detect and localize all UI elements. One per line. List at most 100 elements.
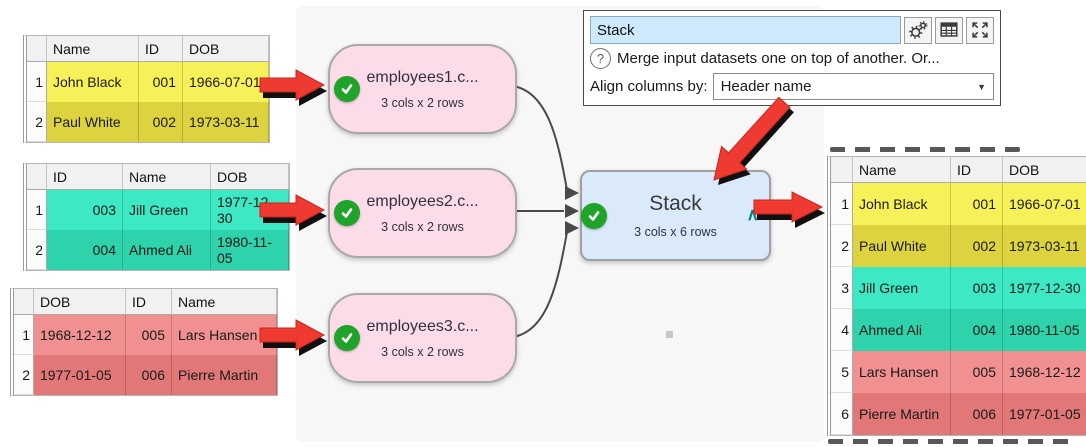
table-cell[interactable]: 004 [47,230,123,270]
row-number[interactable]: 2 [27,102,47,142]
table-cell[interactable]: 003 [951,267,1003,309]
table-cell[interactable]: 005 [951,351,1003,393]
table-cell[interactable]: Paul White [853,225,951,267]
table-cell[interactable]: 1980-11-05 [211,230,289,270]
table-cell[interactable]: Lars Hansen [172,315,277,355]
node-size-label: 3 cols x 2 rows [381,95,464,110]
align-columns-row: Align columns by: Header name ▼ [590,73,994,100]
table-cell[interactable]: 1977-01-05 [34,355,126,395]
row-number[interactable]: 2 [14,355,34,395]
table-cell[interactable]: Ahmed Ali [123,230,211,270]
node-employees3[interactable]: employees3.c... 3 cols x 2 rows [328,293,517,383]
node-size-label: 3 cols x 2 rows [381,219,464,234]
row-number[interactable]: 5 [831,351,853,393]
table-cell[interactable]: Ahmed Ali [853,309,951,351]
column-header[interactable]: DOB [34,289,126,315]
table-cell[interactable]: 005 [126,315,172,355]
table-icon [940,22,958,37]
row-number[interactable]: 2 [27,230,47,270]
gears-icon [908,21,928,39]
corner-header [14,289,34,315]
torn-edge [830,147,1020,152]
table-cell[interactable]: 1968-12-12 [34,315,126,355]
align-columns-value: Header name [720,78,812,95]
column-header[interactable]: ID [139,36,183,62]
column-header[interactable]: Name [123,164,211,190]
row-number[interactable]: 1 [14,315,34,355]
node-title: employees2.c... [366,192,479,210]
row-number[interactable]: 6 [831,393,853,435]
table-cell[interactable]: 1977-12-30 [211,190,289,230]
table-cell[interactable]: Paul White [47,102,139,142]
collapse-caret[interactable]: ∧ [746,204,759,224]
table-cell[interactable]: 001 [139,62,183,102]
table-cell[interactable]: John Black [47,62,139,102]
table-cell[interactable]: 006 [126,355,172,395]
node-title: employees3.c... [366,317,479,335]
status-ok-icon [334,76,360,102]
canvas-grid-dot-icon [666,331,673,338]
table-cell[interactable]: Pierre Martin [172,355,277,395]
table-cell[interactable]: 1973-03-11 [1003,225,1086,267]
column-header[interactable]: ID [47,164,123,190]
corner-header [27,36,47,62]
node-stack[interactable]: Stack 3 cols x 6 rows ∧ [580,170,771,261]
settings-button[interactable] [903,16,932,44]
table-cell[interactable]: Pierre Martin [853,393,951,435]
node-title: employees1.c... [366,68,479,86]
table-cell[interactable]: 006 [951,393,1003,435]
node-size-label: 3 cols x 2 rows [381,344,464,359]
table-cell[interactable]: Lars Hansen [853,351,951,393]
row-number[interactable]: 1 [831,183,853,225]
table-cell[interactable]: 003 [47,190,123,230]
column-header[interactable]: Name [853,157,951,183]
table-cell[interactable]: Jill Green [853,267,951,309]
column-header[interactable]: DOB [1003,157,1086,183]
node-employees1[interactable]: employees1.c... 3 cols x 2 rows [328,44,517,134]
table-cell[interactable]: 004 [951,309,1003,351]
table-cell[interactable]: 002 [139,102,183,142]
row-number[interactable]: 1 [27,190,47,230]
align-columns-dropdown[interactable]: Header name ▼ [712,73,994,100]
table-cell[interactable]: 002 [951,225,1003,267]
expand-button[interactable] [965,16,994,44]
row-number[interactable]: 3 [831,267,853,309]
help-icon[interactable]: ? [590,48,611,69]
status-ok-icon [334,200,360,226]
table-cell[interactable]: Jill Green [123,190,211,230]
row-number[interactable]: 1 [27,62,47,102]
column-header[interactable]: Name [172,289,277,315]
table-view-button[interactable] [934,16,963,44]
corner-header [831,157,853,183]
chevron-down-icon: ▼ [977,81,986,92]
column-header[interactable]: DOB [211,164,289,190]
column-header[interactable]: ID [126,289,172,315]
transform-name-input[interactable] [590,16,901,44]
table-cell[interactable]: 1977-01-05 [1003,393,1086,435]
column-header[interactable]: DOB [183,36,269,62]
row-number[interactable]: 2 [831,225,853,267]
table-cell[interactable]: 001 [951,183,1003,225]
column-header[interactable]: ID [951,157,1003,183]
table-cell[interactable]: John Black [853,183,951,225]
row-number[interactable]: 4 [831,309,853,351]
panel-header-row [590,16,994,44]
table-cell[interactable]: 1968-12-12 [1003,351,1086,393]
table-cell[interactable]: 1980-11-05 [1003,309,1086,351]
table-cell[interactable]: 1966-07-01 [1003,183,1086,225]
table-cell[interactable]: 1973-03-11 [183,102,269,142]
table-cell[interactable]: 1977-12-30 [1003,267,1086,309]
table-cell[interactable]: 1966-07-01 [183,62,269,102]
node-title: Stack [649,192,702,215]
corner-header [27,164,47,190]
transform-description-row: ? Merge input datasets one on top of ano… [590,48,994,69]
node-size-label: 3 cols x 6 rows [634,225,717,239]
node-employees2[interactable]: employees2.c... 3 cols x 2 rows [328,168,517,258]
status-ok-icon [334,325,360,351]
column-header[interactable]: Name [47,36,139,62]
